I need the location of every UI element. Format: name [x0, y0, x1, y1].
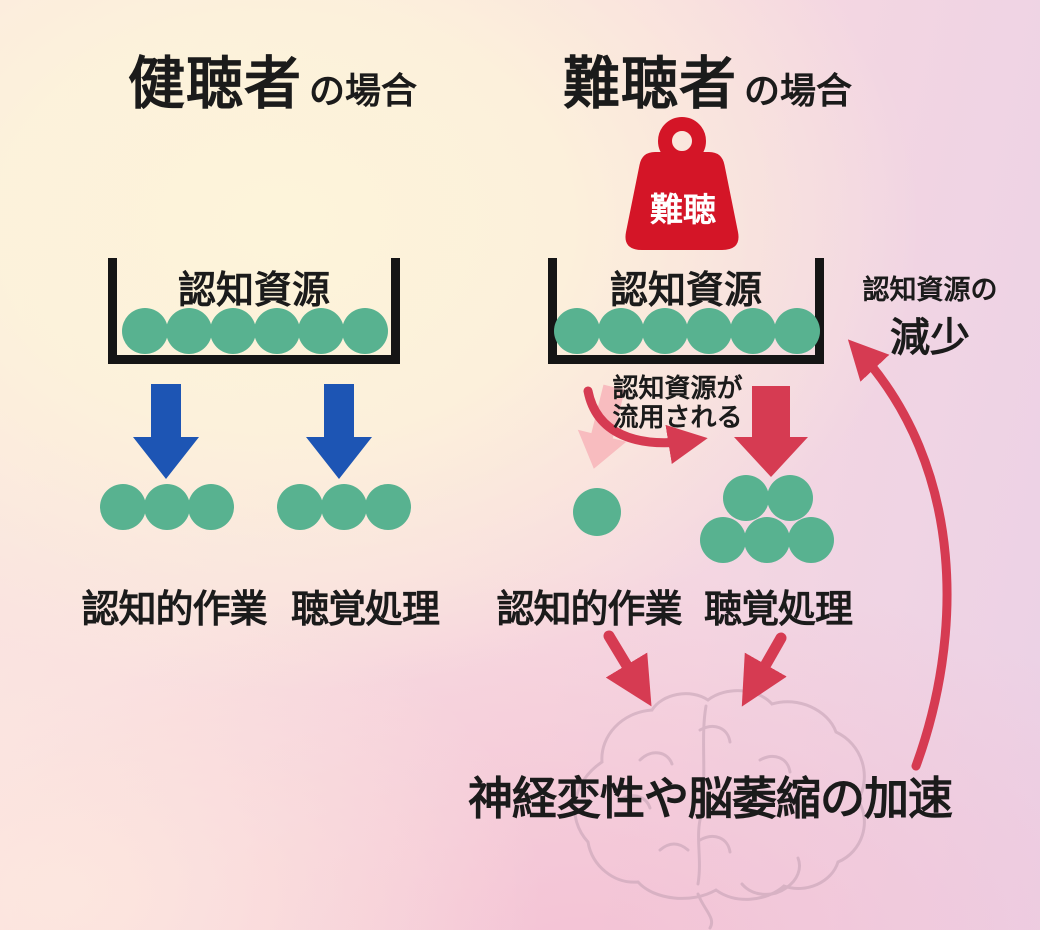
resource-dot: [598, 308, 644, 354]
resource-dot: [166, 308, 212, 354]
resource-dots-right: [554, 308, 820, 354]
resource-dot: [730, 308, 776, 354]
outcome-text: 神経変性や脳萎縮の加速: [467, 773, 953, 824]
divert-curve-arrow: [583, 386, 708, 464]
auditory-dots-right-top: [723, 475, 813, 521]
resource-decrease-line1: 認知資源の: [862, 275, 998, 305]
resource-dot: [277, 484, 323, 530]
left-title-main: 健聴者: [128, 52, 302, 116]
resource-dot: [144, 484, 190, 530]
resource-dot: [723, 475, 769, 521]
resource-dot: [642, 308, 688, 354]
left-panel-title: 健聴者 の場合: [128, 38, 417, 120]
resource-dot: [188, 484, 234, 530]
resource-dot: [788, 517, 834, 563]
resource-dot: [365, 484, 411, 530]
resource-container-left: 認知資源: [108, 258, 400, 364]
weight-label: 難聴: [650, 191, 716, 228]
resource-dot: [767, 475, 813, 521]
resource-label-left: 認知資源: [177, 270, 330, 312]
auditory-dots-right-bottom: [700, 517, 834, 563]
resource-dot: [100, 484, 146, 530]
right-panel-title: 難聴者 の場合: [563, 38, 852, 120]
arrow-auditory-to-brain: [741, 632, 787, 707]
diverted-resources-note: 認知資源が 流用される: [600, 373, 755, 433]
resource-dot: [342, 308, 388, 354]
resource-dot: [744, 517, 790, 563]
cognitive-work-label-right: 認知的作業: [496, 589, 682, 631]
resource-dot: [298, 308, 344, 354]
brain-icon: [573, 689, 866, 930]
right-title-suffix: の場合: [744, 70, 853, 111]
resource-dot: [774, 308, 820, 354]
blue-arrow-to-auditory: [306, 384, 372, 479]
resource-dot: [210, 308, 256, 354]
arrow-work-to-brain: [603, 630, 652, 707]
resource-dots-left: [122, 308, 388, 354]
auditory-label-right: 聴覚処理: [703, 589, 853, 631]
cognitive-work-dots-left: [100, 484, 234, 530]
diverted-note-line2: 流用される: [612, 402, 743, 433]
resource-container-right: 認知資源: [548, 258, 824, 364]
resource-dot: [554, 308, 600, 354]
diverted-note-line1: 認知資源が: [612, 373, 743, 403]
resource-dot: [254, 308, 300, 354]
auditory-dots-left: [277, 484, 411, 530]
resource-label-right: 認知資源: [609, 270, 762, 312]
resource-dot: [122, 308, 168, 354]
resource-dot: [686, 308, 732, 354]
cognitive-work-dots-right: [573, 488, 621, 536]
cognitive-work-label-left: 認知的作業: [81, 589, 267, 631]
resource-dot: [573, 488, 621, 536]
resource-dot: [321, 484, 367, 530]
weight-icon: [625, 117, 739, 250]
right-title-main: 難聴者: [563, 52, 737, 116]
resource-decrease-note: 認知資源の 減少: [845, 268, 1015, 363]
resource-dot: [700, 517, 746, 563]
left-title-suffix: の場合: [309, 70, 418, 111]
auditory-label-left: 聴覚処理: [290, 589, 440, 631]
blue-arrow-to-cognitive-work: [133, 384, 199, 479]
feedback-curve-arrow: [847, 339, 952, 771]
red-arrow-to-auditory: [734, 386, 808, 477]
resource-decrease-line2: 減少: [890, 316, 970, 360]
